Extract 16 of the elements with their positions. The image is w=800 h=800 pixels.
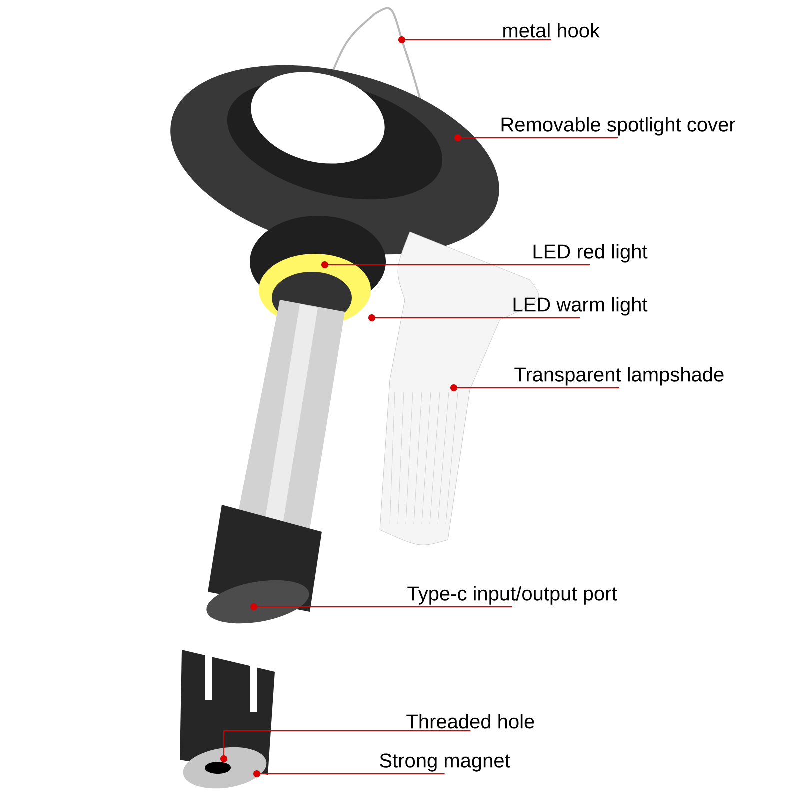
- part-label: Type-c input/output port: [408, 586, 618, 605]
- part-label: Transparent lampshade: [514, 367, 724, 386]
- marker-dot: [220, 756, 228, 762]
- part-label: LED warm light: [514, 297, 648, 316]
- part-label: Threaded hole: [406, 714, 534, 729]
- marker-dot: [322, 262, 328, 268]
- marker-dot: [398, 36, 406, 44]
- part-label: Removable spotlight cover: [502, 117, 736, 136]
- marker-dot: [454, 134, 462, 142]
- marker-dot: [368, 314, 376, 322]
- part-label: Strong magnet: [380, 754, 510, 772]
- part-label: metal hook: [504, 23, 600, 38]
- part-label: LED red light: [534, 244, 648, 263]
- marker-dot: [450, 384, 458, 392]
- marker-dot: [254, 770, 260, 778]
- marker-dot: [250, 604, 258, 610]
